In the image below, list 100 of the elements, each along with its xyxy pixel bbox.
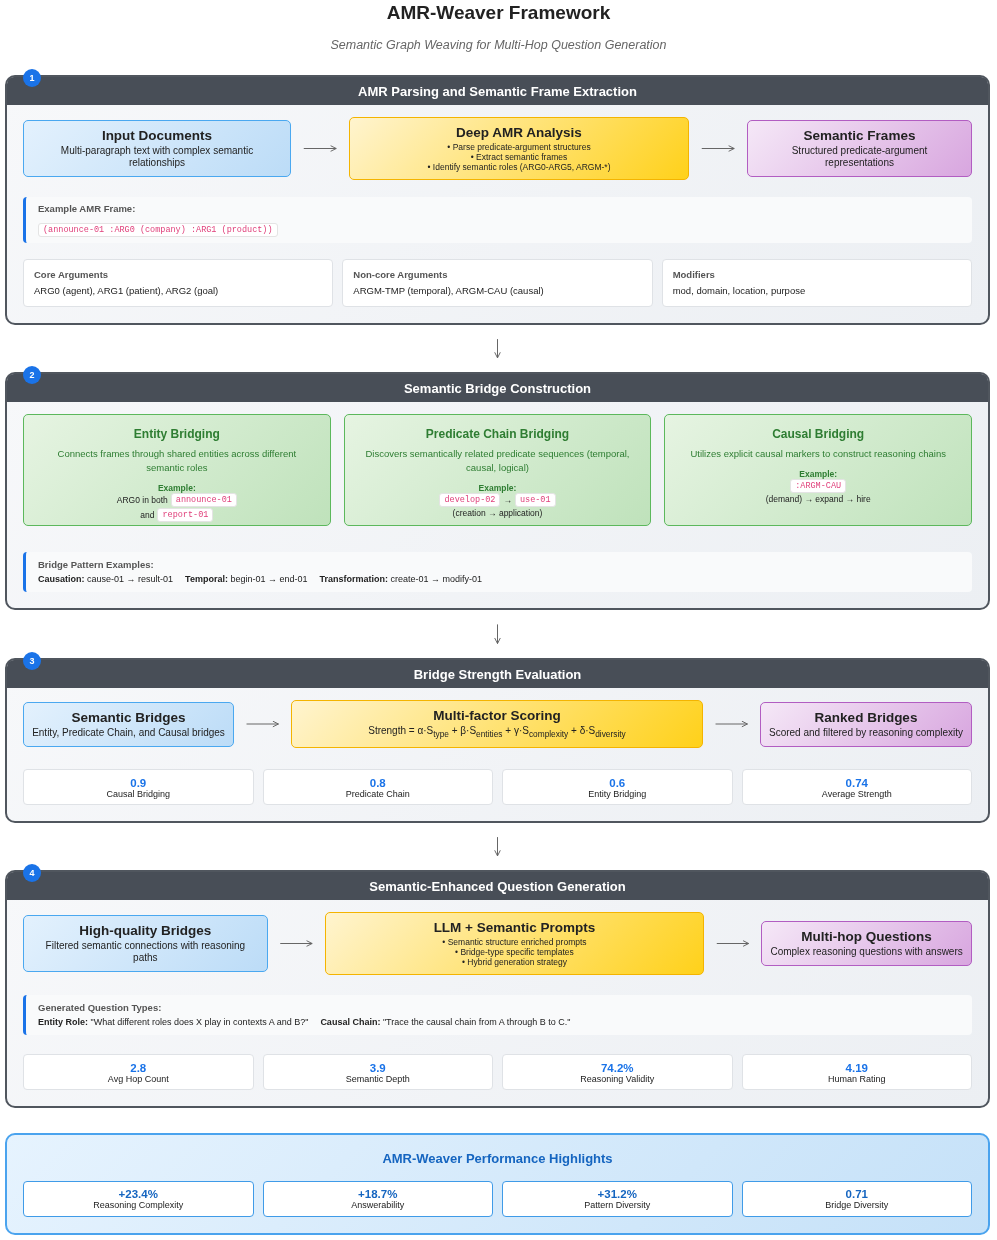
metric-value: 4.19 <box>844 1062 869 1074</box>
process-box <box>761 921 972 966</box>
metric-card <box>502 769 733 805</box>
metric-value: 2.8 <box>129 1062 148 1074</box>
example-label: Example AMR Frame: <box>38 202 137 214</box>
metric-label: Average Strength <box>820 789 893 799</box>
card-title: Entity Bridging <box>132 427 221 441</box>
metric-card <box>262 1181 493 1217</box>
metric-card <box>23 1181 254 1217</box>
box-description: Filtered semantic connections with reasoning paths <box>44 940 247 964</box>
panel-title: Bridge Strength Evaluation <box>413 666 582 682</box>
process-box <box>23 120 291 177</box>
arrow <box>494 623 501 645</box>
bullet-item: • Semantic structure enriched prompts <box>441 937 588 947</box>
example-text: Transformation: create-01 → modify-01 <box>319 574 483 584</box>
bullet-item: • Hybrid generation strategy <box>460 957 568 967</box>
metric-card <box>741 1054 972 1090</box>
card-text: ARG0 (agent), ARG1 (patient), ARG2 (goal) <box>34 285 220 296</box>
box-description: Scored and filtered by reasoning complexity <box>769 726 963 739</box>
method-card <box>343 414 652 526</box>
step-badge: 1 <box>23 69 41 87</box>
metric-value: 0.6 <box>608 777 627 789</box>
metric-value: 0.74 <box>844 777 869 789</box>
arrow <box>716 940 750 947</box>
example-panel <box>23 994 972 1035</box>
metric-value: 0.71 <box>844 1188 869 1200</box>
code-snippet: develop-02 <box>439 493 501 507</box>
process-box <box>324 912 705 975</box>
metric-value: +31.2% <box>596 1188 638 1200</box>
metric-label: Causal Bridging <box>105 789 171 799</box>
box-title: Input Documents <box>100 128 214 143</box>
metric-label: Bridge Diversity <box>824 1200 890 1210</box>
step-badge: 3 <box>23 652 41 670</box>
info-card <box>23 259 334 307</box>
bullet-item: • Parse predicate-argument structures <box>446 142 592 152</box>
example-text: Causal Chain: "Trace the causal chain from A through B to C." <box>320 1016 571 1027</box>
metric-card <box>23 769 254 805</box>
example-label: Example: <box>798 469 839 479</box>
bullet-item: • Identify semantic roles (ARG0-ARG5, ARGM-*) <box>426 162 612 172</box>
example-label: Example: <box>477 483 518 493</box>
example-panel <box>23 196 972 243</box>
card-title: Predicate Chain Bridging <box>424 427 571 441</box>
card-description: Utilizes explicit causal markers to construct reasoning chains <box>689 447 947 461</box>
card-text: mod, domain, location, purpose <box>672 285 807 296</box>
metric-label: Answerability <box>350 1200 406 1210</box>
info-card <box>661 259 972 307</box>
box-description: Multi-paragraph text with complex semantic relationships <box>59 145 255 169</box>
arrow <box>701 145 735 152</box>
card-title: Non-core Arguments <box>353 269 449 280</box>
panel-title: AMR Parsing and Semantic Frame Extraction <box>358 83 637 99</box>
metric-label: Entity Bridging <box>587 789 648 799</box>
box-title: Semantic Bridges <box>70 709 187 725</box>
metric-label: Semantic Depth <box>344 1074 411 1084</box>
box-description: Entity, Predicate Chain, and Causal bridges <box>32 726 225 739</box>
card-description: Connects frames through shared entities across different semantic roles <box>56 447 298 475</box>
process-box <box>23 701 234 747</box>
code-snippet: :ARGM-CAU <box>790 479 847 493</box>
card-title: Core Arguments <box>34 269 110 280</box>
code-snippet: use-01 <box>514 493 556 507</box>
metric-card <box>262 769 493 805</box>
metric-value: 0.9 <box>129 777 148 789</box>
bullet-item: • Bridge-type specific templates <box>454 947 575 957</box>
box-description: Strength = α·S$_{type}$ + β·S$_{entities}$ + γ·S$_{complexity}$ + δ·S$_{diversity}$ <box>367 725 627 740</box>
example-text: and <box>140 510 155 520</box>
box-title: LLM + Semantic Prompts <box>432 920 597 935</box>
panel-title: Semantic-Enhanced Question Generation <box>369 878 626 894</box>
metric-value: 0.8 <box>368 777 387 789</box>
example-label: Example: <box>156 483 197 493</box>
info-card <box>342 259 653 307</box>
box-title: Deep AMR Analysis <box>455 125 583 140</box>
metric-value: +18.7% <box>357 1188 399 1200</box>
card-title: Causal Bridging <box>771 427 866 441</box>
metric-card <box>23 1054 254 1090</box>
metric-card <box>502 1054 733 1090</box>
process-box <box>23 915 268 972</box>
metric-label: Avg Hop Count <box>106 1074 170 1084</box>
box-title: Semantic Frames <box>802 128 917 143</box>
metric-value: 74.2% <box>599 1062 635 1074</box>
diagram-title: AMR-Weaver Framework <box>386 1 611 25</box>
card-title: Modifiers <box>672 269 716 280</box>
example-text: → <box>503 495 512 505</box>
panel-label: Generated Question Types: <box>38 1001 163 1013</box>
metric-label: Reasoning Complexity <box>92 1200 185 1210</box>
box-description: Complex reasoning questions with answers <box>770 946 963 958</box>
code-snippet: announce-01 <box>170 493 237 507</box>
arrow <box>279 940 313 947</box>
step-badge: 4 <box>23 864 41 882</box>
method-card <box>664 414 972 526</box>
box-title: High-quality Bridges <box>78 923 213 938</box>
arrow <box>494 836 501 857</box>
example-text: (creation → application) <box>452 508 543 518</box>
metric-card <box>741 769 972 805</box>
panel-title: Semantic Bridge Construction <box>403 380 592 396</box>
process-box <box>747 120 972 177</box>
metric-label: Human Rating <box>827 1074 887 1084</box>
example-text: ARG0 in both <box>116 495 168 505</box>
metric-value: +23.4% <box>117 1188 159 1200</box>
box-title: Ranked Bridges <box>813 709 919 725</box>
metric-card <box>262 1054 493 1090</box>
step-badge: 2 <box>23 366 41 384</box>
